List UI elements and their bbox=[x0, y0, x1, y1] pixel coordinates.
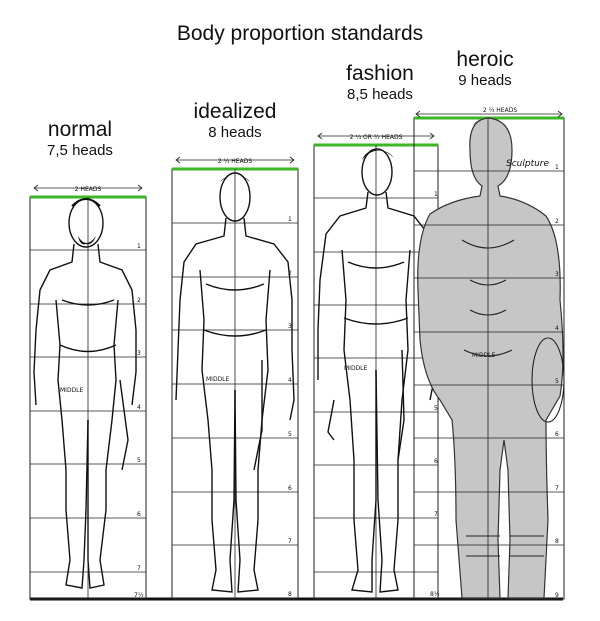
head-grid-lines bbox=[414, 170, 564, 546]
ruler-label: 2 ⅓ OR ½ HEADS bbox=[350, 134, 403, 141]
figure-name: idealized bbox=[193, 100, 277, 123]
svg-text:8½: 8½ bbox=[430, 591, 440, 598]
heroic-shaded-body bbox=[417, 117, 564, 599]
ruler bbox=[317, 132, 435, 140]
figure-normal: 2 HEADS MIDDLE 1 2 3 4 5 6 7 7½ bbox=[29, 184, 147, 600]
svg-text:2: 2 bbox=[555, 218, 559, 225]
svg-text:5: 5 bbox=[288, 431, 292, 438]
ruler bbox=[175, 156, 295, 164]
middle-label: MIDDLE bbox=[344, 365, 368, 372]
svg-text:7: 7 bbox=[434, 511, 438, 518]
ruler bbox=[415, 110, 563, 118]
svg-text:3: 3 bbox=[137, 350, 141, 357]
body-outline bbox=[33, 198, 137, 589]
body-outline bbox=[175, 172, 295, 593]
label-idealized: idealized 8 heads bbox=[180, 100, 290, 142]
hair bbox=[71, 198, 101, 207]
ruler-label: 2 ⅔ HEADS bbox=[483, 107, 517, 114]
svg-text:7: 7 bbox=[288, 538, 292, 545]
svg-text:7: 7 bbox=[555, 485, 559, 492]
hair bbox=[362, 150, 394, 160]
svg-text:1: 1 bbox=[555, 164, 559, 171]
figure-heads: 8,5 heads bbox=[347, 86, 413, 103]
mustache bbox=[78, 236, 96, 245]
svg-text:2: 2 bbox=[137, 297, 141, 304]
svg-text:5: 5 bbox=[434, 405, 438, 412]
svg-text:1: 1 bbox=[288, 216, 292, 223]
figure-name: normal bbox=[47, 118, 113, 141]
svg-text:4: 4 bbox=[137, 404, 141, 411]
svg-text:2: 2 bbox=[288, 270, 292, 277]
label-normal: normal 7,5 heads bbox=[30, 118, 130, 160]
figure-heroic: 2 ⅔ HEADS Sculpture MIDDLE 1 2 bbox=[413, 107, 565, 600]
sculpture-note: Sculpture bbox=[506, 159, 550, 169]
svg-text:8: 8 bbox=[555, 538, 559, 545]
svg-text:5: 5 bbox=[137, 457, 141, 464]
svg-text:7: 7 bbox=[137, 565, 141, 572]
ruler-label: 2 ⅓ HEADS bbox=[218, 158, 252, 165]
ruler bbox=[33, 184, 143, 192]
svg-text:4: 4 bbox=[288, 377, 292, 384]
svg-text:5: 5 bbox=[555, 378, 559, 385]
svg-text:6: 6 bbox=[434, 458, 438, 465]
hair bbox=[220, 175, 250, 182]
figure-heads: 9 heads bbox=[458, 72, 512, 89]
svg-text:7½: 7½ bbox=[134, 592, 144, 599]
middle-label: MIDDLE bbox=[60, 387, 84, 394]
figure-fashion: 2 ⅓ OR ½ HEADS MIDDLE 1 2 3 4 5 6 7 8½ bbox=[313, 132, 440, 600]
head-numbers: 1 2 3 4 5 6 7 8 9 bbox=[555, 164, 559, 599]
head-numbers: 1 2 3 4 5 6 7 7½ bbox=[134, 243, 144, 599]
middle-label: MIDDLE bbox=[472, 352, 496, 359]
head-numbers: 1 2 3 4 5 6 7 8 bbox=[288, 216, 292, 598]
hair bbox=[472, 118, 506, 126]
label-heroic: heroic 9 heads bbox=[435, 48, 535, 90]
svg-text:6: 6 bbox=[137, 511, 141, 518]
svg-text:4: 4 bbox=[555, 325, 559, 332]
svg-text:9: 9 bbox=[555, 592, 559, 599]
svg-text:3: 3 bbox=[555, 271, 559, 278]
diagram-title: Body proportion standards bbox=[176, 22, 424, 45]
figure-heads: 8 heads bbox=[208, 124, 262, 141]
svg-text:1: 1 bbox=[434, 191, 438, 198]
svg-text:3: 3 bbox=[288, 323, 292, 330]
ruler-label: 2 HEADS bbox=[75, 186, 102, 193]
svg-text:1: 1 bbox=[137, 243, 141, 250]
figure-heads: 7,5 heads bbox=[47, 142, 113, 159]
svg-text:8: 8 bbox=[288, 591, 292, 598]
label-fashion: fashion 8,5 heads bbox=[330, 62, 430, 104]
heroic-muscle-lines bbox=[461, 239, 565, 557]
figure-idealized: 2 ⅓ HEADS MIDDLE 1 2 3 4 5 6 7 8 bbox=[171, 156, 299, 600]
svg-text:6: 6 bbox=[555, 431, 559, 438]
middle-label: MIDDLE bbox=[206, 376, 230, 383]
figure-name: fashion bbox=[346, 62, 414, 85]
figure-name: heroic bbox=[456, 48, 514, 71]
svg-text:6: 6 bbox=[288, 485, 292, 492]
